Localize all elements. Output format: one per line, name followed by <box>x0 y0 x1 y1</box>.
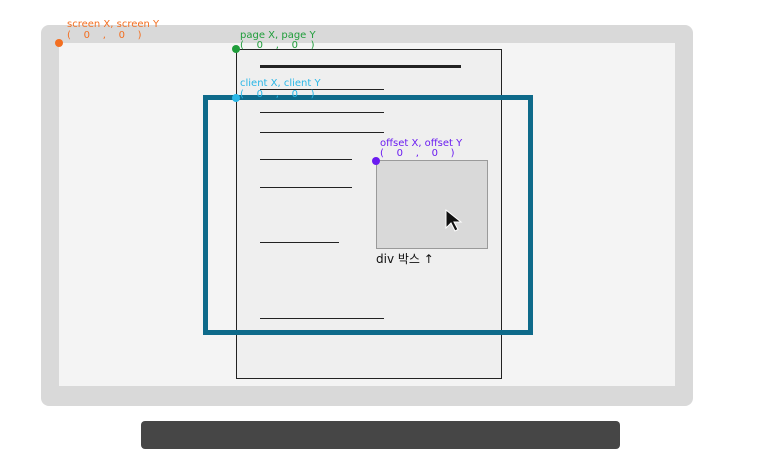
page-origin-dot <box>232 45 240 53</box>
page-text-line <box>260 132 384 133</box>
mouse-pointer-icon <box>445 208 463 232</box>
screen-coord-label: screen X, screen Y <box>67 19 160 30</box>
client-origin-dot <box>232 94 240 102</box>
client-coord-value: ( 0 , 0 ) <box>240 89 315 100</box>
page-coord-label: page X, page Y <box>240 30 316 41</box>
page-text-line <box>260 242 339 243</box>
page-heading-line <box>260 65 461 68</box>
client-coord-label: client X, client Y <box>240 78 321 89</box>
offset-coord-label: offset X, offset Y <box>380 138 463 149</box>
page-text-line <box>260 159 352 160</box>
page-coord-value: ( 0 , 0 ) <box>240 40 315 51</box>
monitor-stand <box>141 421 620 449</box>
div-box <box>376 160 488 249</box>
offset-origin-dot <box>372 157 380 165</box>
page-text-line <box>260 318 384 319</box>
offset-coord-value: ( 0 , 0 ) <box>380 148 455 159</box>
browser-viewport <box>203 95 533 335</box>
screen-coord-value: ( 0 , 0 ) <box>67 30 142 41</box>
div-box-label: div 박스 ↑ <box>376 252 434 266</box>
page-text-line <box>260 112 384 113</box>
page-text-line <box>260 187 352 188</box>
screen-origin-dot <box>55 39 63 47</box>
page-text-line <box>260 89 384 90</box>
